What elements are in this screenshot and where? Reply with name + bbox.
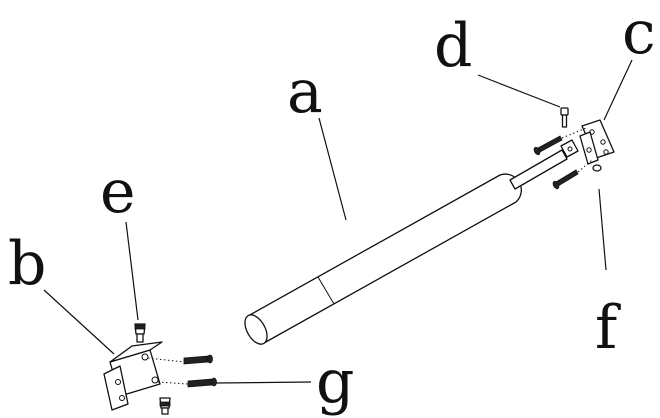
label-g: g [316, 347, 354, 417]
lower-bracket [103, 341, 163, 411]
leader-b [43, 289, 115, 355]
upper-pin [560, 107, 569, 128]
label-f: f [595, 293, 621, 363]
lower-fittings [134, 323, 171, 415]
lower-screws [147, 354, 217, 388]
label-d: d [434, 11, 472, 81]
leader-d [477, 74, 561, 108]
label-c: c [622, 0, 656, 68]
leader-a [318, 117, 347, 221]
label-b: b [8, 229, 46, 299]
leader-e [125, 221, 139, 321]
upper-screws [533, 127, 593, 190]
leader-f [598, 188, 607, 271]
small-nut [592, 164, 602, 172]
leader-g [215, 381, 312, 384]
label-a: a [287, 57, 323, 127]
upper-bracket [579, 119, 615, 165]
label-e: e [100, 157, 136, 227]
gas-strut-cylinder [244, 139, 579, 345]
leader-c [603, 59, 633, 121]
